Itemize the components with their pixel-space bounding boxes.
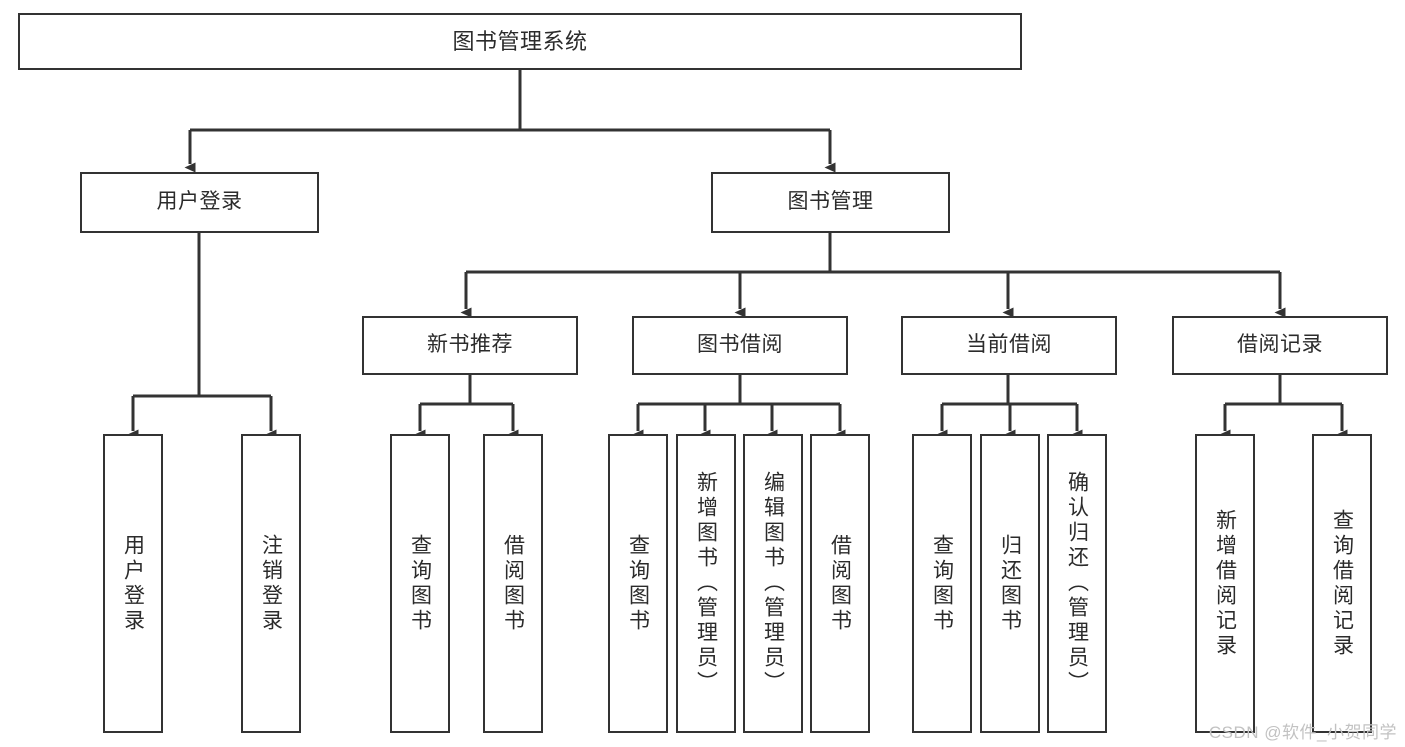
- node-label: 当前借阅: [966, 333, 1052, 357]
- node-leaf-query-book-borrow[interactable]: 查询图书: [608, 434, 668, 733]
- node-borrow-record[interactable]: 借阅记录: [1172, 316, 1388, 375]
- node-leaf-query-book-current[interactable]: 查询图书: [912, 434, 972, 733]
- node-leaf-add-book-admin[interactable]: 新增图书（管理员）: [676, 434, 736, 733]
- csdn-watermark: CSDN @软件_小贺同学: [1208, 723, 1397, 742]
- node-label: 查询图书: [626, 533, 650, 634]
- node-root-library-system[interactable]: 图书管理系统: [18, 13, 1022, 70]
- node-leaf-return-book[interactable]: 归还图书: [980, 434, 1040, 733]
- node-label: 查询图书: [930, 533, 954, 634]
- node-label: 图书借阅: [697, 333, 783, 357]
- node-label: 确认归还（管理员）: [1065, 471, 1089, 696]
- node-label: 图书管理: [787, 190, 874, 214]
- node-label: 注销登录: [259, 533, 283, 634]
- node-label: 新增图书（管理员）: [694, 471, 718, 696]
- node-label: 新书推荐: [427, 333, 513, 357]
- node-leaf-edit-book-admin[interactable]: 编辑图书（管理员）: [743, 434, 803, 733]
- node-user-login[interactable]: 用户登录: [80, 172, 319, 233]
- node-leaf-query-borrow-record[interactable]: 查询借阅记录: [1312, 434, 1372, 733]
- node-leaf-user-login[interactable]: 用户登录: [103, 434, 163, 733]
- node-new-book-recommend[interactable]: 新书推荐: [362, 316, 578, 375]
- node-leaf-query-book-newbook[interactable]: 查询图书: [390, 434, 450, 733]
- node-label: 用户登录: [156, 190, 243, 214]
- node-leaf-borrow-book[interactable]: 借阅图书: [810, 434, 870, 733]
- node-current-borrow[interactable]: 当前借阅: [901, 316, 1117, 375]
- node-leaf-confirm-return-admin[interactable]: 确认归还（管理员）: [1047, 434, 1107, 733]
- node-label: 图书管理系统: [452, 28, 588, 54]
- node-book-borrow[interactable]: 图书借阅: [632, 316, 848, 375]
- node-label: 查询图书: [408, 533, 432, 634]
- node-label: 借阅图书: [828, 533, 852, 634]
- node-leaf-logout[interactable]: 注销登录: [241, 434, 301, 733]
- node-label: 查询借阅记录: [1330, 508, 1354, 659]
- node-label: 借阅图书: [501, 533, 525, 634]
- node-leaf-add-borrow-record[interactable]: 新增借阅记录: [1195, 434, 1255, 733]
- node-label: 归还图书: [998, 533, 1022, 634]
- node-label: 新增借阅记录: [1213, 508, 1237, 659]
- node-leaf-borrow-book-newbook[interactable]: 借阅图书: [483, 434, 543, 733]
- node-label: 编辑图书（管理员）: [761, 471, 785, 696]
- node-label: 借阅记录: [1237, 333, 1323, 357]
- node-label: 用户登录: [121, 533, 145, 634]
- node-book-management[interactable]: 图书管理: [711, 172, 950, 233]
